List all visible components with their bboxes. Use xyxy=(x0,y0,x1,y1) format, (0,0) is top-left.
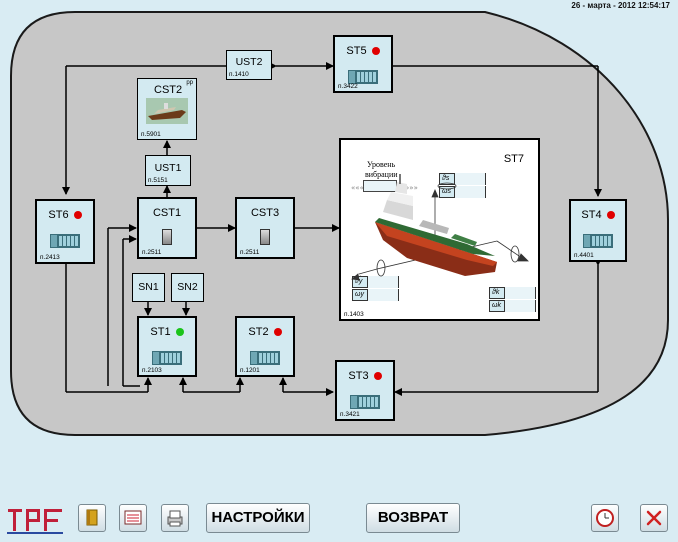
close-button[interactable] xyxy=(640,504,668,532)
node-st3-title: ST3 xyxy=(348,370,369,382)
datetime-readout: 26 - марта - 2012 12:54:17 xyxy=(571,1,670,10)
node-st4[interactable]: ST4 п.4401 xyxy=(569,199,627,262)
node-st7-code: п.1403 xyxy=(344,311,364,318)
node-ust2-code: п.1410 xyxy=(229,71,249,78)
node-st6-title: ST6 xyxy=(48,209,69,221)
node-st3[interactable]: ST3 п.3421 xyxy=(335,360,395,421)
node-st5[interactable]: ST5 п.3422 xyxy=(333,35,393,93)
plc-module-icon xyxy=(50,234,80,248)
node-st2-title-row: ST2 xyxy=(237,326,293,338)
node-st4-code: п.4401 xyxy=(574,252,594,259)
st7-field-theta-s: ϑs xyxy=(439,173,486,185)
node-cst3-code: п.2511 xyxy=(240,249,260,256)
company-logo-icon xyxy=(7,509,63,534)
node-cst2-code: п.5901 xyxy=(141,131,161,138)
server-cabinet-icon xyxy=(260,229,270,245)
ship-3d-icon: ««« »»» xyxy=(351,174,529,281)
node-st1[interactable]: ST1 п.2103 xyxy=(137,316,197,377)
node-cst2-corner: pp xyxy=(186,80,193,86)
node-sn1[interactable]: SN1 xyxy=(132,273,165,302)
chart-button[interactable] xyxy=(119,504,147,532)
bottom-toolbar: НАСТРОЙКИ ВОЗВРАТ xyxy=(0,500,678,542)
node-st1-title-row: ST1 xyxy=(139,326,195,338)
node-st6-title-row: ST6 xyxy=(37,209,93,221)
node-st2[interactable]: ST2 п.1201 xyxy=(235,316,295,377)
node-sn1-title: SN1 xyxy=(138,281,159,293)
node-ust1-title: UST1 xyxy=(154,162,182,174)
node-cst3[interactable]: CST3 п.2511 xyxy=(235,197,295,259)
st7-field-omega-k: ωk xyxy=(489,300,536,312)
node-st2-code: п.1201 xyxy=(240,367,260,374)
plc-module-icon xyxy=(350,395,380,409)
book-icon xyxy=(86,509,98,526)
node-st3-status-indicator xyxy=(373,372,382,381)
node-st4-status-indicator xyxy=(606,211,615,220)
node-st5-title: ST5 xyxy=(346,45,367,57)
clock-button[interactable] xyxy=(591,504,619,532)
node-st7[interactable]: ST7 Уровень вибрации ϑs ωs ϑy ωy ϑk ωk xyxy=(339,138,540,321)
node-cst2[interactable]: CST2 pp п.5901 xyxy=(137,78,197,140)
node-st1-title: ST1 xyxy=(150,326,171,338)
node-cst1[interactable]: CST1 п.2511 xyxy=(137,197,197,259)
st7-field-theta-k: ϑk xyxy=(489,287,536,299)
plc-module-icon xyxy=(250,351,280,365)
node-cst1-code: п.2511 xyxy=(142,249,162,256)
st7-field-theta-y: ϑy xyxy=(352,276,399,288)
node-st2-title: ST2 xyxy=(248,326,269,338)
book-button[interactable] xyxy=(78,504,106,532)
svg-text:»»»: »»» xyxy=(405,184,418,192)
printer-icon xyxy=(167,510,183,527)
settings-button[interactable]: НАСТРОЙКИ xyxy=(206,503,310,533)
chart-window-icon xyxy=(124,510,142,525)
node-sn2-title: SN2 xyxy=(177,281,198,293)
node-ust1-code: п.5151 xyxy=(148,177,168,184)
node-st6-status-indicator xyxy=(73,211,82,220)
node-ust2-title: UST2 xyxy=(235,56,263,68)
server-cabinet-icon xyxy=(162,229,172,245)
close-icon xyxy=(646,510,662,526)
node-st6-code: п.2413 xyxy=(40,254,60,261)
vibration-label-line1: Уровень xyxy=(367,160,396,169)
node-st4-title: ST4 xyxy=(581,209,602,221)
clock-icon xyxy=(596,509,614,527)
vibration-label-line2: вибрации xyxy=(365,170,398,179)
node-st2-status-indicator xyxy=(273,328,282,337)
plc-module-icon xyxy=(583,234,613,248)
node-st4-title-row: ST4 xyxy=(571,209,625,221)
svg-text:«««: ««« xyxy=(351,184,364,192)
node-st5-status-indicator xyxy=(371,47,380,56)
node-st1-status-indicator xyxy=(175,328,184,337)
node-st5-title-row: ST5 xyxy=(335,45,391,57)
print-button[interactable] xyxy=(161,504,189,532)
plc-module-icon xyxy=(152,351,182,365)
node-sn2[interactable]: SN2 xyxy=(171,273,204,302)
back-button[interactable]: ВОЗВРАТ xyxy=(366,503,460,533)
node-ust2[interactable]: UST2 п.1410 xyxy=(226,50,272,80)
node-st5-code: п.3422 xyxy=(338,83,358,90)
node-st1-code: п.2103 xyxy=(142,367,162,374)
node-st3-code: п.3421 xyxy=(340,411,360,418)
node-cst1-title: CST1 xyxy=(152,207,182,219)
st7-field-omega-y: ωy xyxy=(352,289,399,301)
node-st7-title: ST7 xyxy=(503,153,524,165)
node-ust1[interactable]: UST1 п.5151 xyxy=(145,155,191,186)
plc-module-icon xyxy=(348,70,378,84)
node-cst2-title: CST2 xyxy=(154,84,183,96)
ship-thumbnail-icon xyxy=(146,98,188,124)
node-cst3-title: CST3 xyxy=(250,207,280,219)
node-st6[interactable]: ST6 п.2413 xyxy=(35,199,95,264)
node-st3-title-row: ST3 xyxy=(337,370,393,382)
